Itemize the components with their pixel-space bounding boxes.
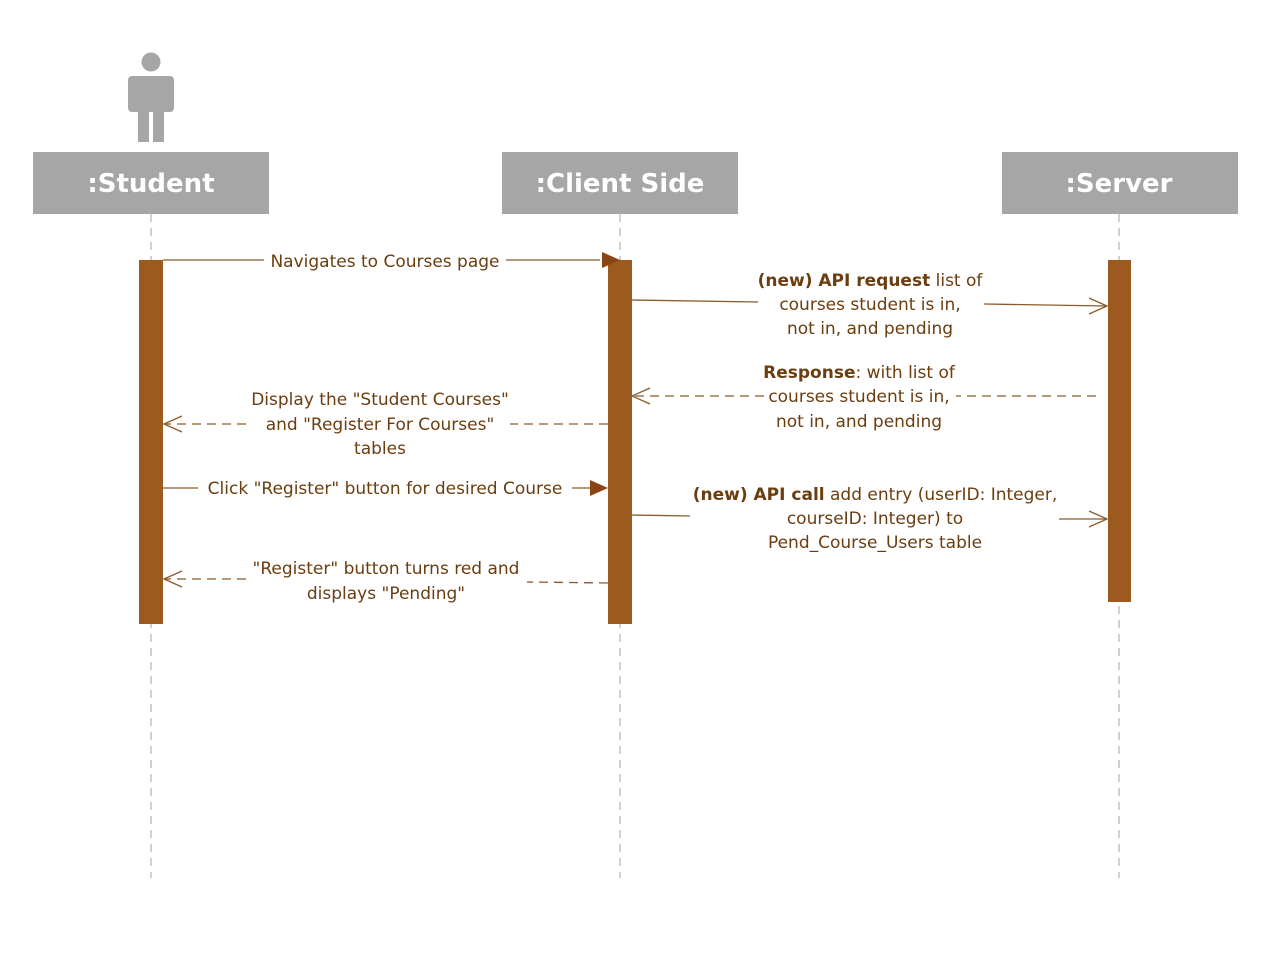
open-arrowhead-icon xyxy=(1088,510,1109,528)
message-response-line1: Response: with list of xyxy=(763,363,956,383)
message-api-request-line2: courses student is in, xyxy=(779,295,960,315)
message-response-line2: courses student is in, xyxy=(768,387,949,407)
message-register-pending-line1: "Register" button turns red and xyxy=(253,559,520,579)
student-activation-bar xyxy=(139,260,163,624)
filled-arrowhead-icon xyxy=(590,480,608,496)
message-navigates-label: Navigates to Courses page xyxy=(270,252,499,272)
message-display-tables-line1: Display the "Student Courses" xyxy=(251,390,509,410)
server-activation-bar xyxy=(1108,260,1131,602)
student-actor-icon xyxy=(128,52,174,142)
participant-student-label: :Student xyxy=(87,169,214,199)
message-api-request-line1: (new) API request list of xyxy=(758,271,984,291)
open-arrowhead-icon xyxy=(630,387,651,405)
message-api-call-line3: Pend_Course_Users table xyxy=(768,533,982,553)
participant-client-side: :Client Side xyxy=(502,152,738,214)
message-click-register: Click "Register" button for desired Cour… xyxy=(163,479,608,499)
message-navigates: Navigates to Courses page xyxy=(163,252,620,272)
message-click-register-label: Click "Register" button for desired Cour… xyxy=(208,479,563,499)
participant-client-label: :Client Side xyxy=(536,169,705,199)
filled-arrowhead-icon xyxy=(602,252,620,268)
open-arrowhead-icon xyxy=(1088,297,1109,315)
message-api-request: (new) API request list of courses studen… xyxy=(631,271,1109,339)
open-arrowhead-icon xyxy=(162,415,183,433)
participant-server-label: :Server xyxy=(1066,169,1173,199)
message-register-pending: "Register" button turns red and displays… xyxy=(162,559,609,604)
open-arrowhead-icon xyxy=(162,570,183,588)
message-display-tables-line3: tables xyxy=(354,439,406,459)
message-api-call-line1: (new) API call add entry (userID: Intege… xyxy=(693,485,1058,505)
client-activation-bar xyxy=(608,260,632,624)
participant-student: :Student xyxy=(33,152,269,214)
message-api-call-line2: courseID: Integer) to xyxy=(787,509,963,529)
message-display-tables: Display the "Student Courses" and "Regis… xyxy=(162,390,608,459)
participant-server: :Server xyxy=(1002,152,1238,214)
message-response: Response: with list of courses student i… xyxy=(630,363,1096,432)
message-register-pending-line2: displays "Pending" xyxy=(307,584,465,604)
message-display-tables-line2: and "Register For Courses" xyxy=(266,415,495,435)
message-api-call: (new) API call add entry (userID: Intege… xyxy=(631,485,1109,553)
message-response-line3: not in, and pending xyxy=(776,412,942,432)
message-api-request-line3: not in, and pending xyxy=(787,319,953,339)
